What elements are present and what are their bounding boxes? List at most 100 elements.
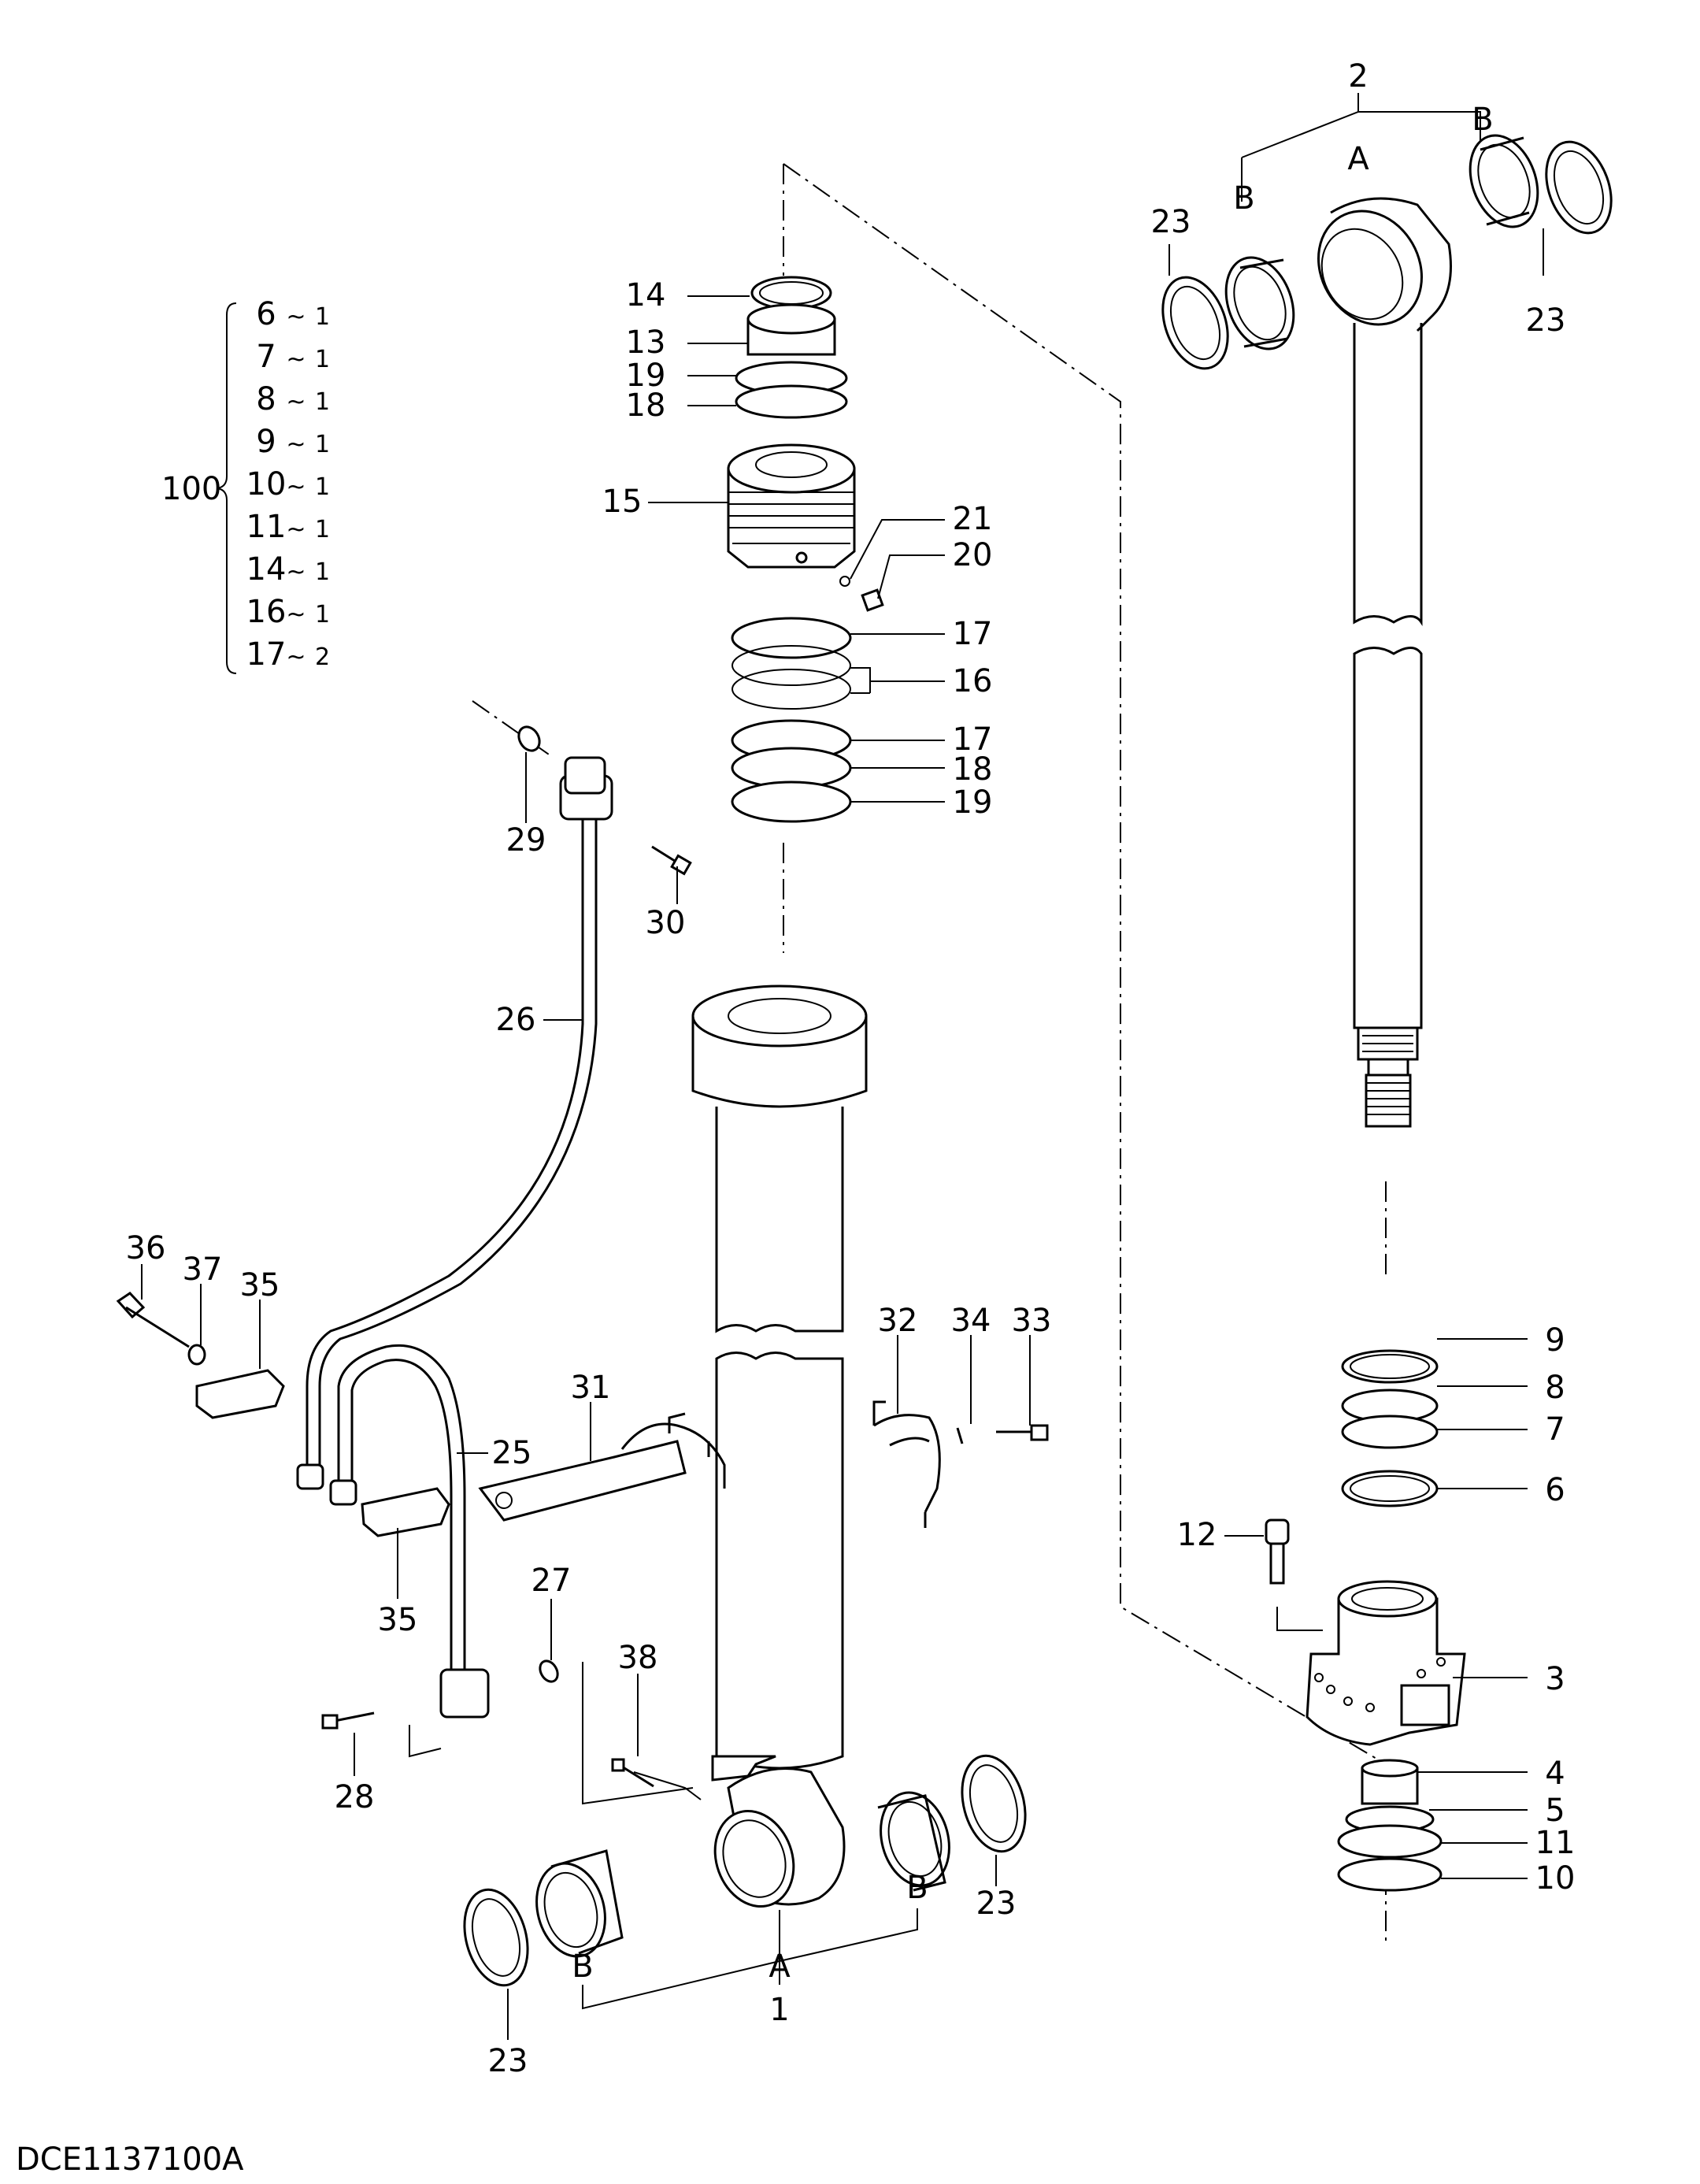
callout-17: 17 <box>953 721 993 758</box>
kit-part: 16 <box>246 594 287 630</box>
callout-a: A <box>769 1949 791 1985</box>
callout-15: 15 <box>602 484 643 520</box>
bolt-12 <box>1265 1518 1290 1545</box>
center-lines <box>472 163 1387 1945</box>
kit-part: 7 <box>256 339 276 375</box>
bushing <box>1224 256 1295 350</box>
rod-thread <box>1365 1073 1412 1128</box>
kit-row: 7 ~ 1 <box>256 339 330 375</box>
callout-28: 28 <box>335 1779 375 1815</box>
kit-qty: 1 <box>315 516 330 543</box>
callout-9: 9 <box>1545 1322 1565 1359</box>
clamp-35 <box>195 1369 285 1419</box>
pipe-joint <box>564 756 606 795</box>
callout-13: 13 <box>626 324 666 361</box>
ring-18 <box>735 384 848 419</box>
kit-qty: 1 <box>315 558 330 586</box>
callout-23: 23 <box>976 1886 1017 1922</box>
callout-12: 12 <box>1177 1517 1217 1553</box>
callout-3: 3 <box>1545 1661 1565 1697</box>
kit-row: 6 ~ 1 <box>256 296 330 332</box>
callout-32: 32 <box>878 1303 918 1339</box>
callout-b: B <box>1233 180 1254 217</box>
callout-14: 14 <box>626 277 666 313</box>
dust-seal <box>463 1888 529 1987</box>
callout-23: 23 <box>1526 302 1566 339</box>
callout-16: 16 <box>953 663 993 699</box>
kit-qty: 1 <box>315 388 330 416</box>
callout-7: 7 <box>1545 1411 1565 1448</box>
callout-b: B <box>572 1949 593 1985</box>
bushing <box>535 1862 606 1958</box>
dust-seal <box>1545 140 1613 235</box>
callout-17: 17 <box>953 616 993 652</box>
kit-qty: 2 <box>315 643 330 671</box>
kit-part: 17 <box>246 636 287 673</box>
callout-36: 36 <box>126 1230 166 1266</box>
rod-eye <box>1317 210 1423 326</box>
kit-row: 10 ~ 1 <box>246 466 331 502</box>
head-seal-stack <box>727 276 884 823</box>
kit-sep: ~ <box>286 431 306 458</box>
cover-block <box>1400 1684 1450 1726</box>
seal-9 <box>1341 1349 1439 1384</box>
ball-21 <box>839 576 850 587</box>
kit-part: 9 <box>256 424 276 460</box>
set-screw-20 <box>861 588 884 612</box>
cylinder-tube <box>463 984 1027 2010</box>
pipe-25 <box>337 1344 466 1670</box>
callout-21: 21 <box>953 501 993 537</box>
callouts: 2 B A B 23 23 14 13 19 18 15 21 20 17 16… <box>126 58 1576 2079</box>
callout-8: 8 <box>1545 1370 1565 1406</box>
kit-row: 14 ~ 1 <box>246 551 331 588</box>
kit-row: 9 ~ 1 <box>256 424 330 460</box>
callout-10: 10 <box>1535 1860 1576 1897</box>
callout-33: 33 <box>1012 1303 1052 1339</box>
ring-11 <box>1337 1824 1443 1859</box>
pin-34 <box>956 1427 964 1444</box>
callout-38: 38 <box>618 1640 658 1676</box>
callout-6: 6 <box>1545 1472 1565 1508</box>
kit-sep: ~ <box>286 303 306 331</box>
callout-35: 35 <box>378 1602 418 1638</box>
kit-part: 14 <box>246 551 287 588</box>
tube-flange <box>691 984 868 1048</box>
bolt-30 <box>651 845 678 864</box>
callout-23: 23 <box>1151 204 1191 240</box>
kit-sep: ~ <box>286 558 306 586</box>
kit-qty: 1 <box>315 346 330 373</box>
kit-sep: ~ <box>286 388 306 416</box>
kit-sep: ~ <box>286 346 306 373</box>
clamps <box>116 1292 450 1537</box>
callout-25: 25 <box>492 1435 532 1471</box>
ring-19 <box>731 781 852 823</box>
kit-row: 16 ~ 1 <box>246 594 331 630</box>
fittings <box>321 725 702 1805</box>
dust-seal <box>1161 276 1229 370</box>
callout-30: 30 <box>646 905 686 941</box>
clamp-35 <box>361 1487 450 1537</box>
kit-row: 17 ~ 2 <box>246 636 331 673</box>
callout-b: B <box>906 1870 928 1906</box>
kit-part: 8 <box>256 381 276 417</box>
callout-20: 20 <box>953 537 993 573</box>
drawing-code: DCE1137100A <box>16 2141 244 2178</box>
o-ring-27 <box>539 1659 559 1683</box>
seal-7 <box>1341 1415 1439 1449</box>
callout-37: 37 <box>183 1251 223 1288</box>
callout-1: 1 <box>769 1992 789 2028</box>
kit-part: 11 <box>246 509 287 545</box>
bracket-32 <box>889 1437 930 1447</box>
callout-29: 29 <box>506 822 546 858</box>
dust-seal <box>961 1754 1027 1853</box>
bolt-28 <box>334 1711 375 1722</box>
callout-27: 27 <box>531 1563 572 1599</box>
kit-part: 6 <box>256 296 276 332</box>
kit-part: 10 <box>246 466 287 502</box>
callout-4: 4 <box>1545 1756 1565 1792</box>
ring-10 <box>1337 1857 1443 1892</box>
callout-34: 34 <box>951 1303 991 1339</box>
callout-b: B <box>1472 102 1493 138</box>
kit-sep: ~ <box>286 473 306 501</box>
